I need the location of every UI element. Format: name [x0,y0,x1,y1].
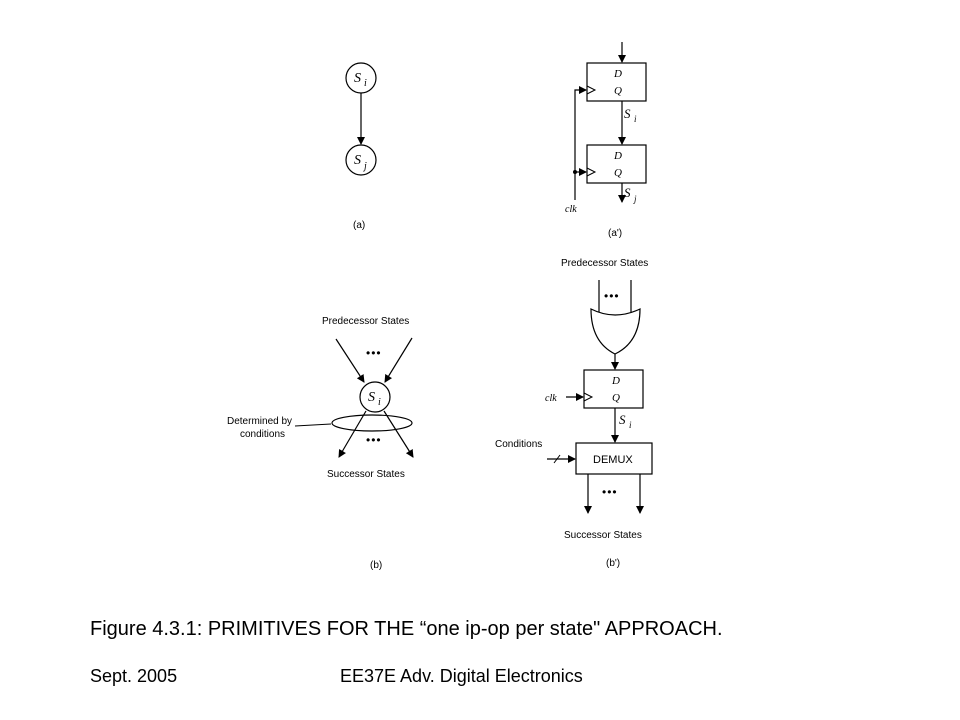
bp-or-gate [590,308,641,355]
ff2-q-label: Q [614,167,622,179]
ff2-output-label: S [624,185,631,200]
clock-label: clk [565,204,577,215]
state-sj-label: S [354,153,361,168]
bp-ff-clock-triangle [583,392,594,402]
clock-junction [573,170,577,174]
state-si-circle [345,62,377,94]
b-predecessor-label: Predecessor States [322,316,409,327]
b-condition-pointer [294,423,332,427]
b-successor-label: Successor States [327,469,405,480]
panel-a-label: (a) [353,220,365,231]
state-sj-sub: j [362,161,367,172]
panel-b: Predecessor States ••• S i Determined by… [227,316,414,571]
ff1-d-label: D [613,68,622,80]
ff2-output-sub: j [633,194,637,204]
bp-conditions-label: Conditions [495,439,542,450]
footer-date: Sept. 2005 [90,666,178,686]
flipflop-2 [586,144,647,184]
b-pred-arrow-right [384,337,413,383]
ff1-clock-triangle [586,85,597,95]
ff2-clock-triangle [586,167,597,177]
bp-successor-label: Successor States [564,530,642,541]
b-pred-dots: ••• [366,346,382,360]
state-si-sub: i [364,78,367,89]
bp-predecessor-label: Predecessor States [561,258,648,269]
state-sj-circle [345,144,377,176]
b-state-circle [359,381,391,413]
footer-course-title: EE37E Adv. Digital Electronics [340,666,583,686]
bp-succ-dots: ••• [602,485,618,499]
panel-b-prime: Predecessor States ••• D Q clk S i Condi… [495,258,653,569]
b-determined-line1: Determined by [227,416,292,427]
b-condition-ellipse [331,414,413,432]
ff1-q-label: Q [614,85,622,97]
flipflop-1 [586,62,647,102]
bp-ff-d-label: D [611,375,620,387]
panel-a: S i S j (a) [345,62,377,231]
bp-ff-output-sub: i [629,420,632,430]
bp-demux-label: DEMUX [593,454,633,466]
b-determined-line2: conditions [240,429,285,440]
bp-pred-dots: ••• [604,289,620,303]
bp-demux-box [575,442,653,475]
b-pred-arrow-left [335,338,365,383]
panel-a-prime-label: (a') [608,228,622,239]
panel-a-prime: D Q S i D Q S j clk (a') [565,42,647,239]
bp-flipflop [583,369,644,409]
clock-wire-ff1 [574,86,587,200]
ff1-output-sub: i [634,114,637,124]
ff1-output-label: S [624,106,631,121]
state-si-label: S [354,71,361,86]
b-succ-arrow-right [383,410,414,458]
ff2-d-label: D [613,150,622,162]
bp-ff-q-label: Q [612,392,620,404]
b-state-sub: i [378,397,381,408]
b-succ-dots: ••• [366,433,382,447]
panel-b-label: (b) [370,560,382,571]
panel-b-prime-label: (b') [606,558,620,569]
bp-ff-output-label: S [619,412,626,427]
bp-bus-slash [553,454,561,464]
bp-clock-label: clk [545,393,557,404]
b-succ-arrow-left [338,410,367,458]
b-state-label: S [368,390,375,405]
figure-caption: Figure 4.3.1: PRIMITIVES FOR THE “one ip… [90,618,723,640]
